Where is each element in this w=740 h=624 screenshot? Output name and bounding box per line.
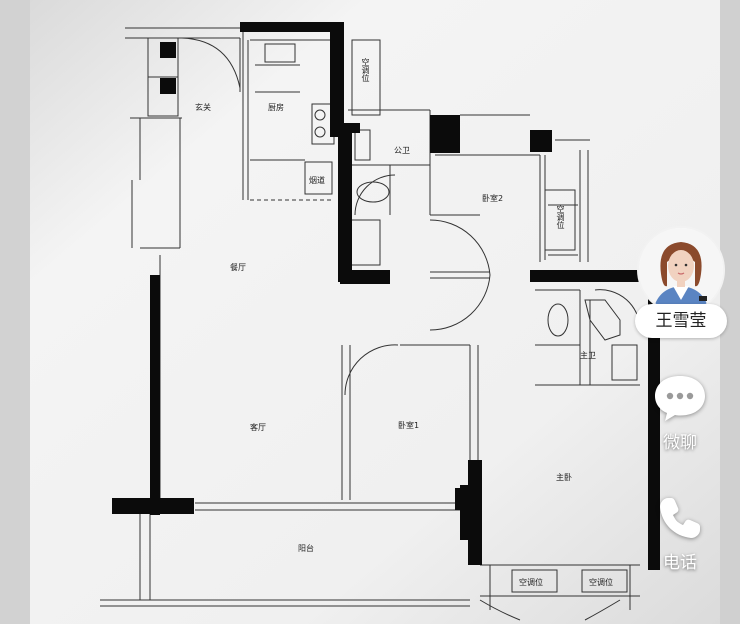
chat-bubble-icon (655, 376, 705, 421)
agent-name[interactable]: 王雪莹 (635, 304, 727, 338)
room-label-kitchen: 厨房 (268, 103, 284, 112)
room-label-dining: 餐厅 (230, 263, 246, 272)
fixture-label-ac-right: 空调位 (556, 205, 565, 229)
agent-avatar[interactable] (637, 226, 725, 314)
room-label-bedroom1: 卧室1 (398, 421, 420, 430)
fixture-label-ac-bottom-left: 空调位 (519, 578, 543, 587)
fixture-label-range-hood: 烟道 (309, 176, 325, 185)
room-label-living: 客厅 (250, 423, 266, 432)
fixture-label-ac-bottom-right: 空调位 (589, 578, 613, 587)
agent-card[interactable]: 王雪莹 (635, 226, 727, 344)
room-label-master-bath: 主卫 (580, 351, 596, 360)
room-label-entrance: 玄关 (195, 103, 211, 112)
chat-button-label: 微聊 (663, 433, 697, 453)
phone-button-label: 电话 (663, 553, 697, 573)
room-label-public-bath: 公卫 (394, 146, 410, 155)
phone-button[interactable]: 电话 (640, 492, 720, 592)
phone-icon (660, 498, 700, 538)
agent-portrait-icon (639, 228, 723, 312)
chat-button[interactable]: 微聊 (640, 372, 720, 472)
room-label-master-bedroom: 主卧 (556, 473, 572, 482)
room-label-balcony: 阳台 (298, 544, 314, 553)
room-label-bedroom2: 卧室2 (482, 194, 504, 203)
fixture-label-ac-top: 空调位 (361, 58, 370, 82)
